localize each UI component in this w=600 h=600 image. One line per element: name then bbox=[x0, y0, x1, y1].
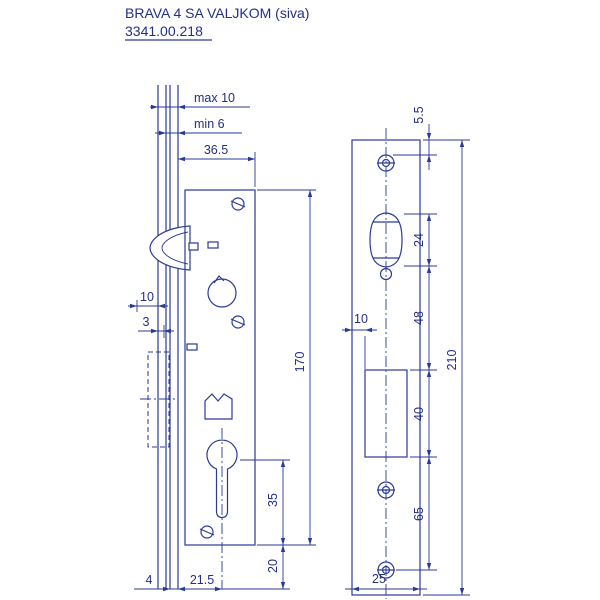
left-view-lock-body bbox=[140, 85, 256, 589]
case-screw-middle bbox=[230, 315, 246, 329]
roller-bolt bbox=[149, 225, 199, 271]
dim-left-10: 10 bbox=[128, 290, 168, 312]
dim-label-left10: 10 bbox=[140, 290, 154, 304]
case-screw-bottom bbox=[199, 525, 215, 539]
dim-right-10: 10 bbox=[342, 312, 377, 369]
right-view-faceplate bbox=[351, 128, 421, 599]
dim-35: 35 bbox=[240, 459, 290, 545]
case-screw-top bbox=[230, 197, 246, 211]
dim-label-24: 24 bbox=[412, 233, 426, 247]
dim-36-5: 36.5 bbox=[178, 143, 256, 187]
dim-label-min6: min 6 bbox=[194, 117, 225, 131]
dim-24: 24 bbox=[404, 213, 437, 267]
dim-40: 40 bbox=[410, 370, 437, 458]
dim-label-4: 4 bbox=[146, 573, 153, 587]
dim-170: 170 bbox=[257, 189, 316, 546]
part-number: 3341.00.218 bbox=[125, 23, 203, 39]
case-slot-top bbox=[207, 241, 219, 249]
dim-label-40: 40 bbox=[412, 407, 426, 421]
hidden-follower bbox=[140, 340, 177, 462]
dim-label-25: 25 bbox=[372, 572, 386, 586]
dim-48: 48 bbox=[410, 266, 437, 371]
dim-label-210: 210 bbox=[445, 350, 459, 371]
dim-label-365: 36.5 bbox=[204, 143, 228, 157]
faceplate-edge-lines bbox=[157, 85, 179, 589]
dim-5-5: 5.5 bbox=[393, 106, 470, 170]
latch-claw bbox=[204, 393, 233, 420]
case-slot-middle bbox=[186, 343, 198, 351]
dim-25: 25 bbox=[345, 572, 427, 592]
title-block: BRAVA 4 SA VALJKOM (siva) 3341.00.218 bbox=[125, 5, 309, 41]
lock-case bbox=[184, 189, 256, 546]
dim-max-10: max 10 bbox=[150, 91, 250, 110]
dim-label-65: 65 bbox=[412, 507, 426, 521]
euro-cylinder-cutout bbox=[206, 439, 238, 519]
cylinder-follower-hole bbox=[207, 275, 237, 308]
dim-65: 65 bbox=[396, 457, 437, 571]
dim-left-3: 3 bbox=[138, 315, 174, 338]
dim-label-max10: max 10 bbox=[194, 91, 235, 105]
dim-min-6: min 6 bbox=[155, 117, 242, 136]
dim-label-right10: 10 bbox=[354, 312, 368, 326]
dim-label-35: 35 bbox=[266, 493, 280, 507]
dim-20: 20 bbox=[266, 545, 286, 589]
dim-210: 210 bbox=[423, 140, 470, 596]
dim-label-left3: 3 bbox=[143, 315, 150, 329]
dim-label-20: 20 bbox=[266, 559, 280, 573]
dim-label-48: 48 bbox=[412, 311, 426, 325]
drawing-title: BRAVA 4 SA VALJKOM (siva) bbox=[125, 5, 309, 21]
dim-label-215: 21.5 bbox=[190, 573, 214, 587]
dim-bottom-chain: 4 21.5 bbox=[134, 573, 290, 592]
dim-label-170: 170 bbox=[293, 352, 307, 373]
dim-label-55: 5.5 bbox=[412, 106, 426, 123]
